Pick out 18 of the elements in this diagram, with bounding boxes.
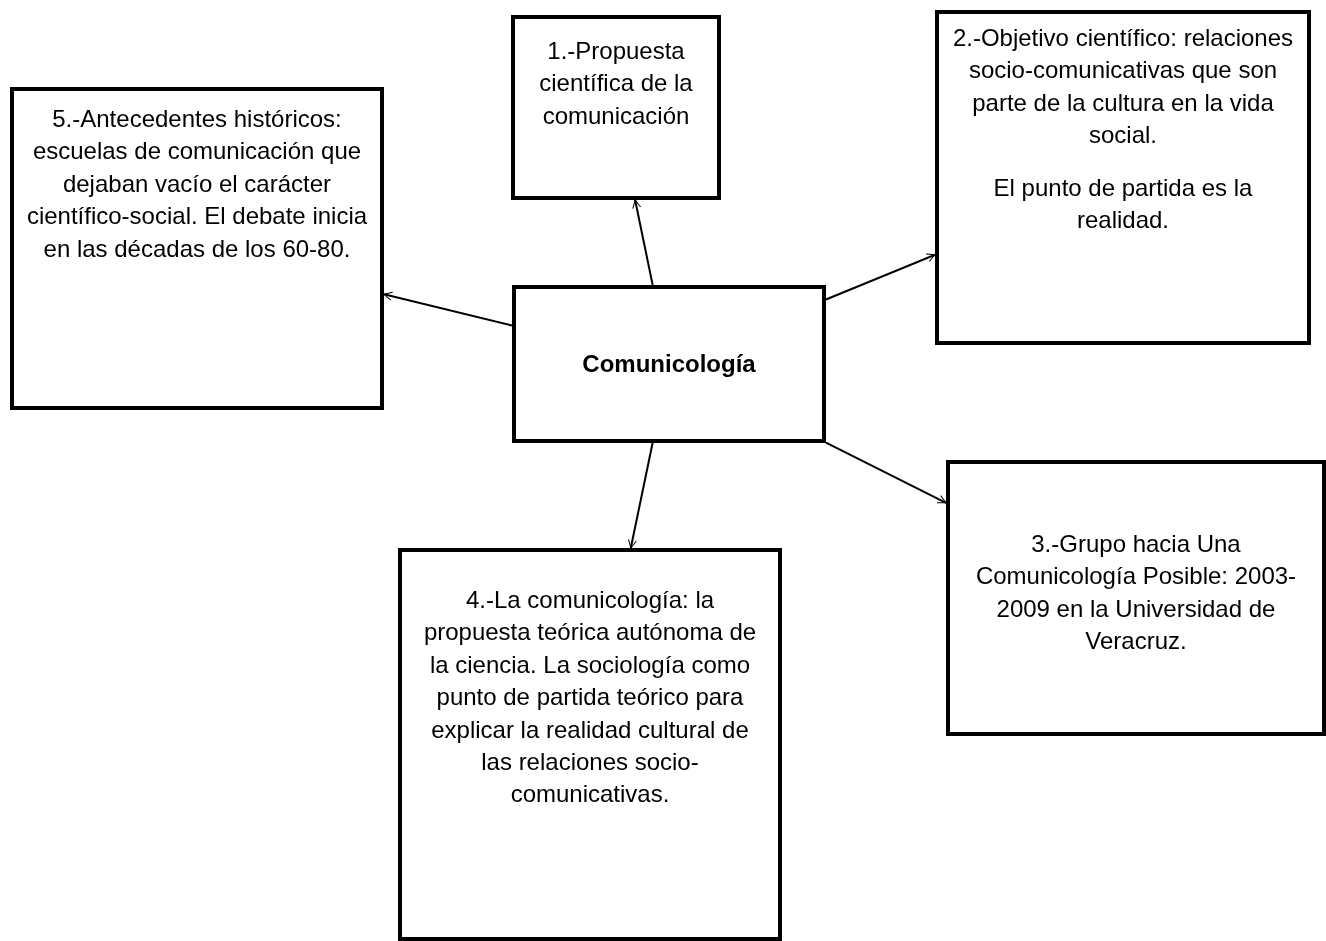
arrow [632,199,654,286]
concept-text: 5.-Antecedentes históricos: escuelas de comunicación que dejaban vacío el carácter científico-social. El debate inicia en las décadas de los 60-80. [26,104,368,264]
arrow [825,441,947,504]
arrow [383,291,513,327]
arrow [628,442,654,549]
concept-text: 1.-Propuesta científica de la comunicación [538,36,694,131]
concept-text: 3.-Grupo hacia Una Comunicología Posible: 2003-2009 en la Universidad de Veracruz. [974,529,1298,657]
concept-box [10,87,384,410]
concept-box [935,10,1311,345]
central-concept-box [512,285,826,443]
concept-text: 2.-Objetivo científico: relaciones socio-comunicativas que son parte de la cultura en la vida social. [951,23,1295,151]
concept-text: El punto de partida es la realidad. [992,172,1254,235]
concept-box [511,15,721,200]
concept-box [946,460,1326,736]
arrow [825,253,936,301]
concept-box [398,548,782,941]
concept-text: 4.-La comunicología: la propuesta teórica autónoma de la ciencia. La sociología como punto de partida teórico para explicar la realidad cultural de las relaciones socio-comunicativas. [422,585,758,810]
concept-title: Comunicología [582,348,756,379]
